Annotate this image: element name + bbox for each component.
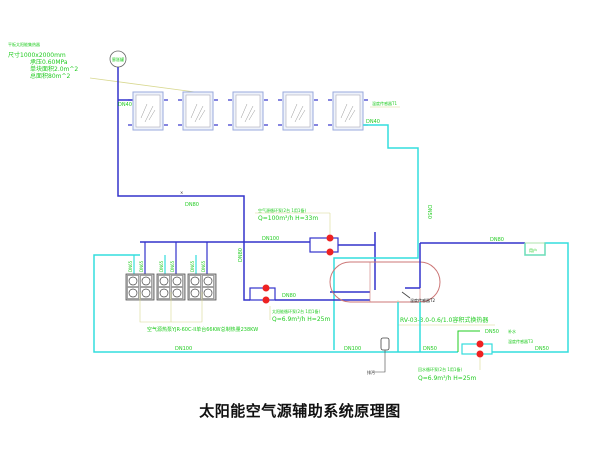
user-label: 用户 xyxy=(529,247,537,253)
solar-pump-spec: Q=6.9m³/h H=25m xyxy=(272,316,330,323)
circ-pump-spec: Q=100m³/h H=33m xyxy=(258,215,318,222)
storage-tank[interactable] xyxy=(329,261,441,303)
heat-pump-port-dn: DN65 xyxy=(201,260,206,272)
pump-icon[interactable] xyxy=(326,234,334,242)
hot-out-dn: DN80 xyxy=(490,237,504,243)
circ-pump-name: 空气源循环泵(2台 1用1备) xyxy=(258,207,306,213)
fan-icon xyxy=(172,276,182,286)
circulation-pump-group xyxy=(255,212,376,290)
heat-pump-port-dn: DN65 xyxy=(170,260,175,272)
pump-icon[interactable] xyxy=(262,284,270,292)
fan-icon xyxy=(203,276,213,286)
fan-icon xyxy=(128,276,138,286)
solar-collector[interactable] xyxy=(128,91,168,131)
fan-icon xyxy=(159,276,169,286)
vertical-dn80-label: DN80 xyxy=(238,248,244,262)
pump-out-dn: DN80 xyxy=(282,293,296,299)
heat-pump-port-dn: DN65 xyxy=(139,260,144,272)
header-dn100: DN100 xyxy=(262,236,279,242)
spec-leader-line xyxy=(89,77,196,93)
air-source-heat-pump[interactable]: DN65 DN65 xyxy=(125,242,155,301)
expansion-tank-label: 膨胀罐 xyxy=(112,56,124,62)
solar-pump-group xyxy=(249,284,370,320)
solar-collector[interactable] xyxy=(178,91,218,131)
collector-spec-header: 平板太阳能集热器 xyxy=(8,41,40,47)
main-supply-dn: DN80 xyxy=(185,202,199,208)
return-loop-pipe xyxy=(333,242,419,350)
sensor-t1-label: 温度传感器T1 xyxy=(372,100,397,106)
pump-icon[interactable] xyxy=(262,296,270,304)
bottom-return-dn-left: DN100 xyxy=(175,346,192,352)
return-pump-spec: Q=6.9m³/h H=25m xyxy=(418,375,476,382)
fan-icon xyxy=(172,288,182,298)
heat-pump-port-dn: DN65 xyxy=(159,260,164,272)
collector-return-pipe xyxy=(363,124,419,242)
valve-tag: × xyxy=(180,190,183,195)
vertical-dn50-label: DN50 xyxy=(426,205,432,219)
collector-spec-size: 尺寸1000x2000mm xyxy=(8,51,66,59)
collector-spec-block: 平板太阳能集热器 尺寸1000x2000mm 承压0.60MPa 单块面积2.0… xyxy=(8,41,78,80)
supply-pipe-left xyxy=(117,67,250,301)
drain-valve-icon[interactable] xyxy=(380,337,390,351)
return-pump-name: 回水循环泵(2台 1用1备) xyxy=(418,366,462,372)
solar-collector[interactable] xyxy=(228,91,268,131)
pump-icon[interactable] xyxy=(476,340,484,348)
pump-icon[interactable] xyxy=(476,350,484,358)
heat-pump-port-dn: DN65 xyxy=(128,260,133,272)
collector-supply-dn: DN40 xyxy=(118,102,132,108)
fan-icon xyxy=(203,288,213,298)
main-return-pipe xyxy=(93,254,334,353)
fan-icon xyxy=(128,288,138,298)
bottom-return-dn-right: DN100 xyxy=(344,346,361,352)
air-source-heat-pump[interactable]: DN65 DN65 xyxy=(187,242,217,301)
makeup-dn: DN50 xyxy=(485,329,499,335)
relief-valve-icon[interactable] xyxy=(401,291,411,299)
user-box xyxy=(524,242,546,256)
heat-pump-label: 空气源热泵YJR-60C-II单台66KW总制热量238KW xyxy=(147,326,258,333)
sensor-t2-label: 温度传感器T2 xyxy=(410,297,435,303)
makeup-label: 补水 xyxy=(508,328,516,334)
bottom-dn50-right: DN50 xyxy=(535,346,549,352)
bottom-dn50-left: DN50 xyxy=(423,346,437,352)
fan-icon xyxy=(190,276,200,286)
collector-spec-pressure: 承压0.60MPa xyxy=(30,58,68,66)
return-pump-group xyxy=(457,330,500,370)
fan-icon xyxy=(159,288,169,298)
air-source-heat-pump[interactable]: DN65 DN65 xyxy=(156,242,186,301)
tank-label: RV-03-3.0-0.6/1.0容积式换热器 xyxy=(400,316,488,324)
solar-collector[interactable] xyxy=(278,91,318,131)
diagram-title: 太阳能空气源辅助系统原理图 xyxy=(199,402,401,420)
solar-pump-name: 太阳能循环泵(2台 1用1备) xyxy=(272,308,320,314)
pump-icon[interactable] xyxy=(326,248,334,256)
solar-collector-array xyxy=(128,91,368,131)
collector-spec-area-total: 总面积80m^2 xyxy=(30,72,71,80)
fan-icon xyxy=(141,276,151,286)
sensor-t3-label: 温度传感器T3 xyxy=(508,338,533,344)
fan-icon xyxy=(141,288,151,298)
collector-spec-area-each: 单块面积2.0m^2 xyxy=(30,65,78,73)
heat-pump-port-dn: DN65 xyxy=(190,260,195,272)
heat-pump-array: DN65 DN65 DN65 DN65 DN65 DN65 xyxy=(125,242,217,301)
solar-collector[interactable] xyxy=(328,91,368,131)
collector-return-dn: DN40 xyxy=(366,119,380,125)
fan-icon xyxy=(190,288,200,298)
user-loop-pipe xyxy=(500,242,569,353)
drain-label: 排污 xyxy=(367,369,375,375)
